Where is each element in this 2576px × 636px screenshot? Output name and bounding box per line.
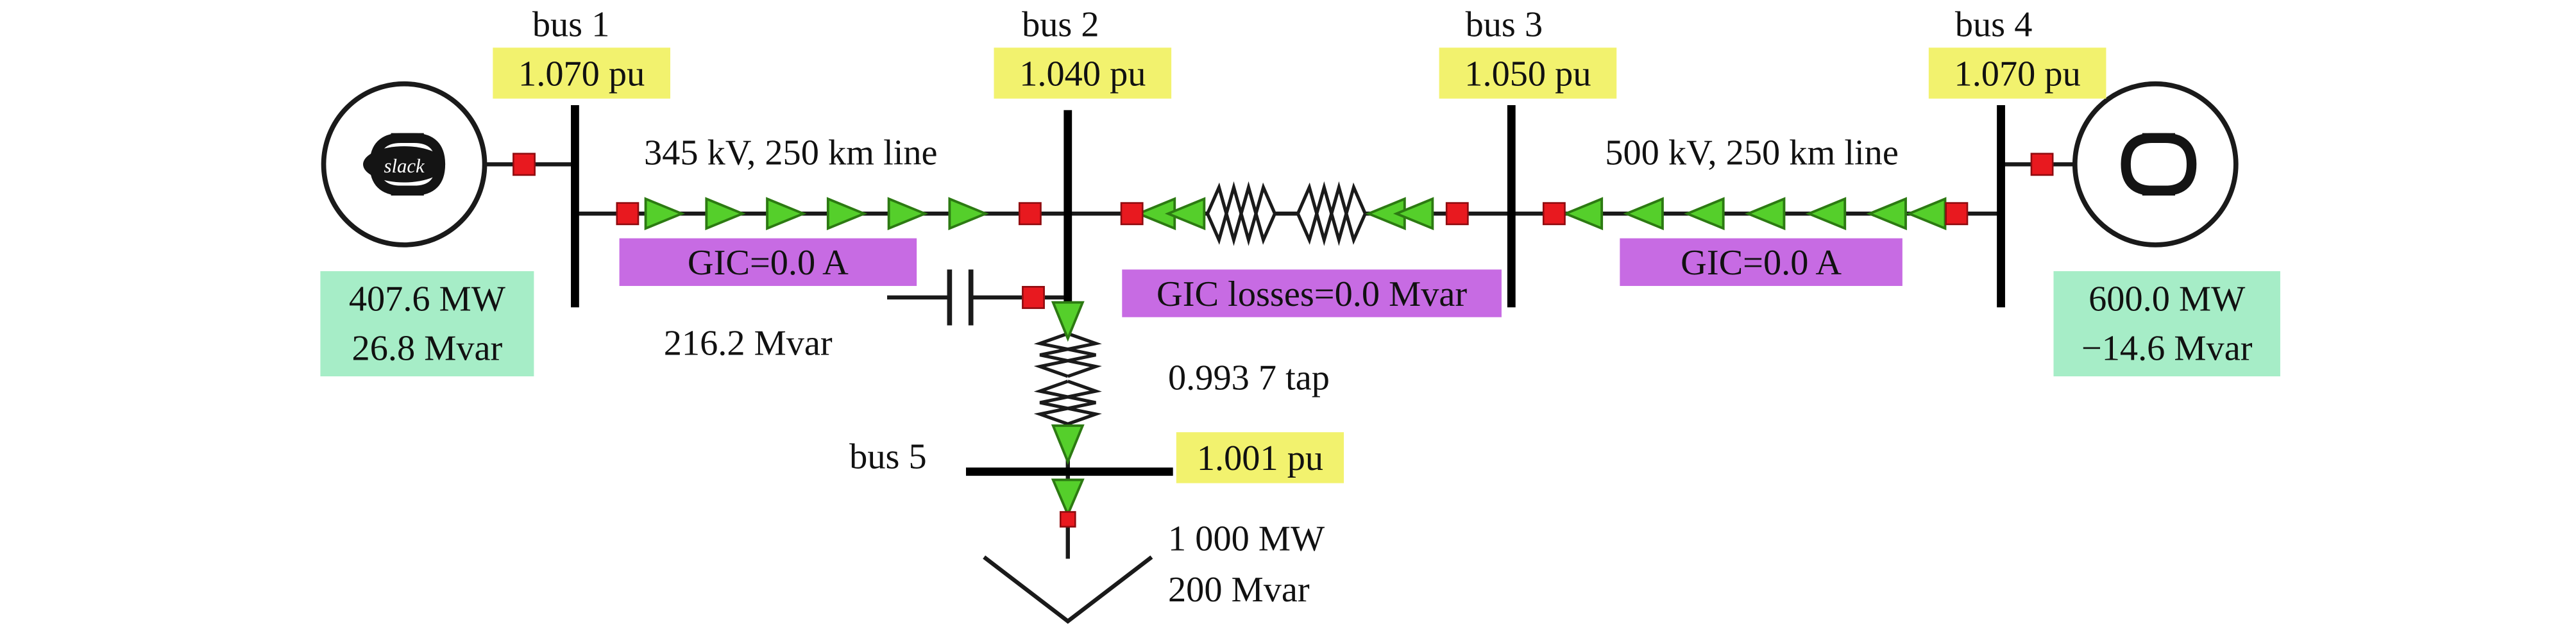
flow-arrow-left-icon [1906, 197, 1947, 231]
load-mvar-label: 200 Mvar [1168, 568, 1310, 610]
bus1-label: bus 1 [532, 3, 610, 45]
breaker-gen2 [2030, 153, 2054, 176]
gen1-mvar: 26.8 Mvar [352, 327, 503, 369]
flow-arrow-right-icon [826, 197, 868, 231]
gen1-mw: 407.6 MW [348, 278, 505, 319]
bus2-label: bus 2 [1022, 3, 1099, 45]
flow-arrow-down-icon [1051, 424, 1085, 465]
bus4-label: bus 4 [1954, 3, 2033, 45]
flow-arrow-left-icon [1684, 197, 1725, 231]
gen2-mw: 600.0 MW [2089, 278, 2246, 319]
generator-rotor-band [363, 146, 446, 183]
capacitor-mvar-label: 216.2 Mvar [663, 322, 833, 364]
generator-2 [2072, 81, 2239, 247]
flow-arrow-left-icon [1562, 197, 1604, 231]
bus1-voltage-badge: 1.070 pu [493, 47, 670, 99]
coil-zigzag [1039, 331, 1102, 378]
flow-arrow-right-icon [644, 197, 685, 231]
generator-rotor-icon [2121, 133, 2176, 196]
line34-gic-badge: GIC=0.0 A [1620, 238, 1902, 287]
gen2-output-badge: 600.0 MW −14.6 Mvar [2053, 271, 2280, 376]
bus4-voltage-badge: 1.070 pu [1928, 47, 2106, 99]
breaker-gen1 [513, 153, 536, 176]
breaker-capacitor [1022, 286, 1045, 309]
load-arrow-icon [983, 555, 1153, 624]
bus3-voltage-badge: 1.050 pu [1439, 47, 1617, 99]
coil-zigzag [1033, 380, 1096, 426]
coil-zigzag [1039, 380, 1102, 426]
transformer-2-3-coils-icon [1206, 181, 1367, 246]
breaker-line12-right [1018, 202, 1042, 226]
shunt-capacitor-icon [947, 269, 974, 326]
flow-arrow-left-icon [1866, 197, 1907, 231]
breaker-line34-left [1542, 202, 1566, 226]
bus2-voltage-badge: 1.040 pu [994, 47, 1172, 99]
transformer-tap-label: 0.993 7 tap [1168, 356, 1330, 398]
load-mw-label: 1 000 MW [1168, 517, 1325, 559]
breaker-xfmr23-left [1120, 202, 1144, 226]
generator-rotor-icon [2142, 133, 2197, 196]
flow-arrow-left-icon [1805, 197, 1847, 231]
flow-arrow-right-icon [705, 197, 746, 231]
flow-arrow-down-icon [1051, 478, 1085, 518]
flow-arrow-left-icon [1164, 197, 1206, 231]
flow-arrow-right-icon [948, 197, 989, 231]
coil-zigzag [1296, 181, 1367, 246]
line34-title: 500 kV, 250 km line [1605, 131, 1899, 173]
gen2-mvar: −14.6 Mvar [2081, 327, 2253, 369]
breaker-line12-left [616, 202, 640, 226]
line12-gic-badge: GIC=0.0 A [619, 238, 917, 287]
slack-label: slack [384, 155, 425, 177]
coil-zigzag [1033, 331, 1096, 378]
transformer-2-5-coils-icon [1033, 331, 1102, 426]
breaker-load [1059, 511, 1076, 528]
bus-bars [571, 105, 2005, 476]
flow-arrow-right-icon [887, 197, 929, 231]
generator-1-slack: slack [321, 81, 487, 247]
generator-circle-icon [2072, 81, 2239, 247]
breaker-xfmr23-right [1445, 202, 1469, 226]
bus5-voltage-badge: 1.001 pu [1176, 432, 1344, 483]
flow-arrow-left-icon [1623, 197, 1664, 231]
bus3-label: bus 3 [1465, 3, 1543, 45]
line12-title: 345 kV, 250 km line [643, 131, 938, 173]
flow-arrow-right-icon [766, 197, 807, 231]
bus5-label: bus 5 [849, 435, 927, 477]
flow-arrow-left-icon [1745, 197, 1786, 231]
flow-arrow-down-icon [1051, 301, 1085, 342]
breaker-line34-right [1945, 202, 1969, 226]
coil-zigzag [1206, 181, 1276, 246]
gen1-output-badge: 407.6 MW 26.8 Mvar [320, 271, 534, 376]
breakers [513, 153, 2054, 528]
flow-arrow-left-icon [1393, 197, 1434, 231]
xfmr23-gic-losses-badge: GIC losses=0.0 Mvar [1122, 269, 1502, 317]
